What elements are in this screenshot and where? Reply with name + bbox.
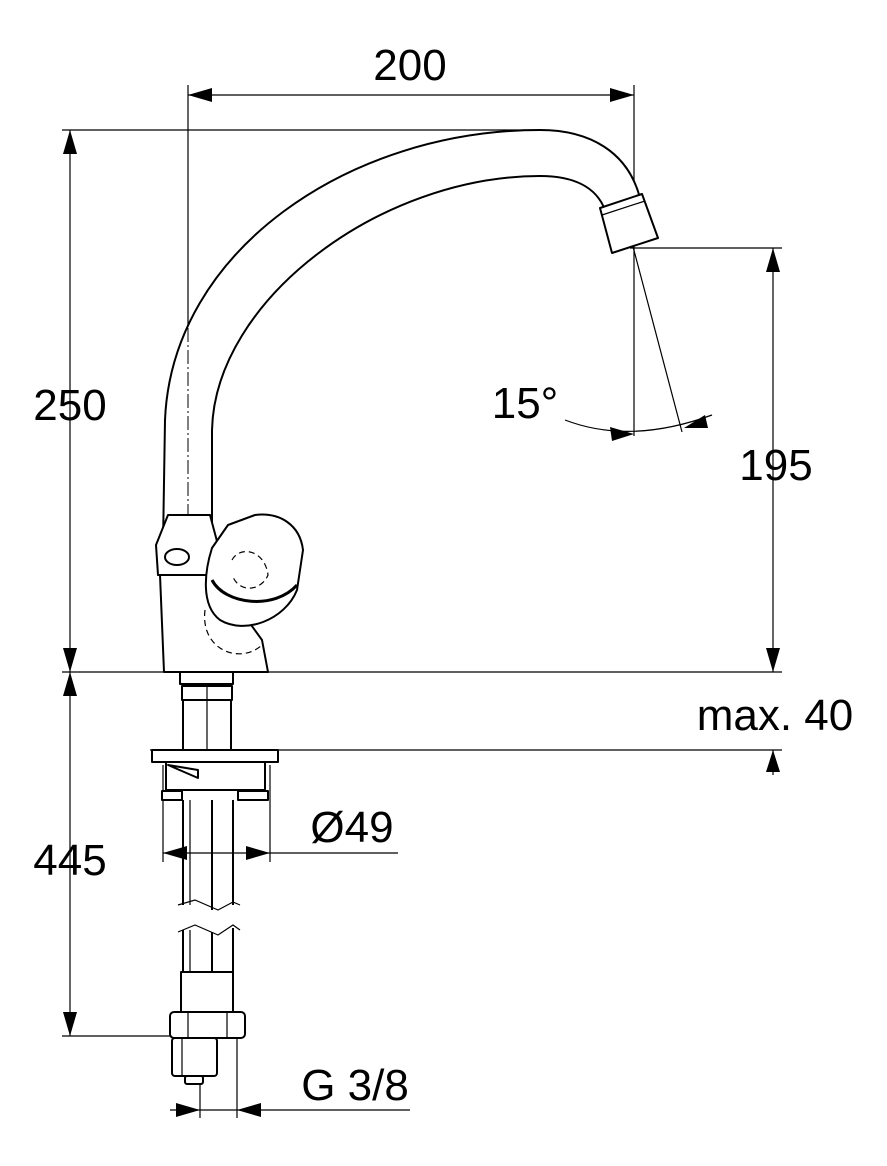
dimension-base-diameter: Ø49 (163, 803, 398, 860)
faucet-drawing (151, 129, 659, 1085)
dim-label-195: 195 (739, 441, 812, 490)
dimension-max-deck: max. 40 (697, 691, 854, 775)
dim-label-250: 250 (33, 381, 106, 430)
dimension-thread: G 3/8 (170, 1061, 410, 1117)
dim-label-g38: G 3/8 (301, 1061, 409, 1110)
dim-label-15deg: 15° (492, 379, 559, 428)
dim-label-max40: max. 40 (697, 691, 854, 740)
aerator-icon (599, 193, 659, 254)
dim-label-49: Ø49 (310, 803, 393, 852)
dimension-total-height: 250 (33, 130, 107, 672)
dimension-angle: 15° (492, 379, 713, 441)
dimension-hose-length: 445 (33, 672, 107, 1036)
dim-label-445: 445 (33, 836, 106, 885)
dim-label-200: 200 (373, 41, 446, 90)
dimension-spout-reach: 200 (188, 41, 634, 102)
dimension-spout-height: 195 (739, 248, 813, 672)
